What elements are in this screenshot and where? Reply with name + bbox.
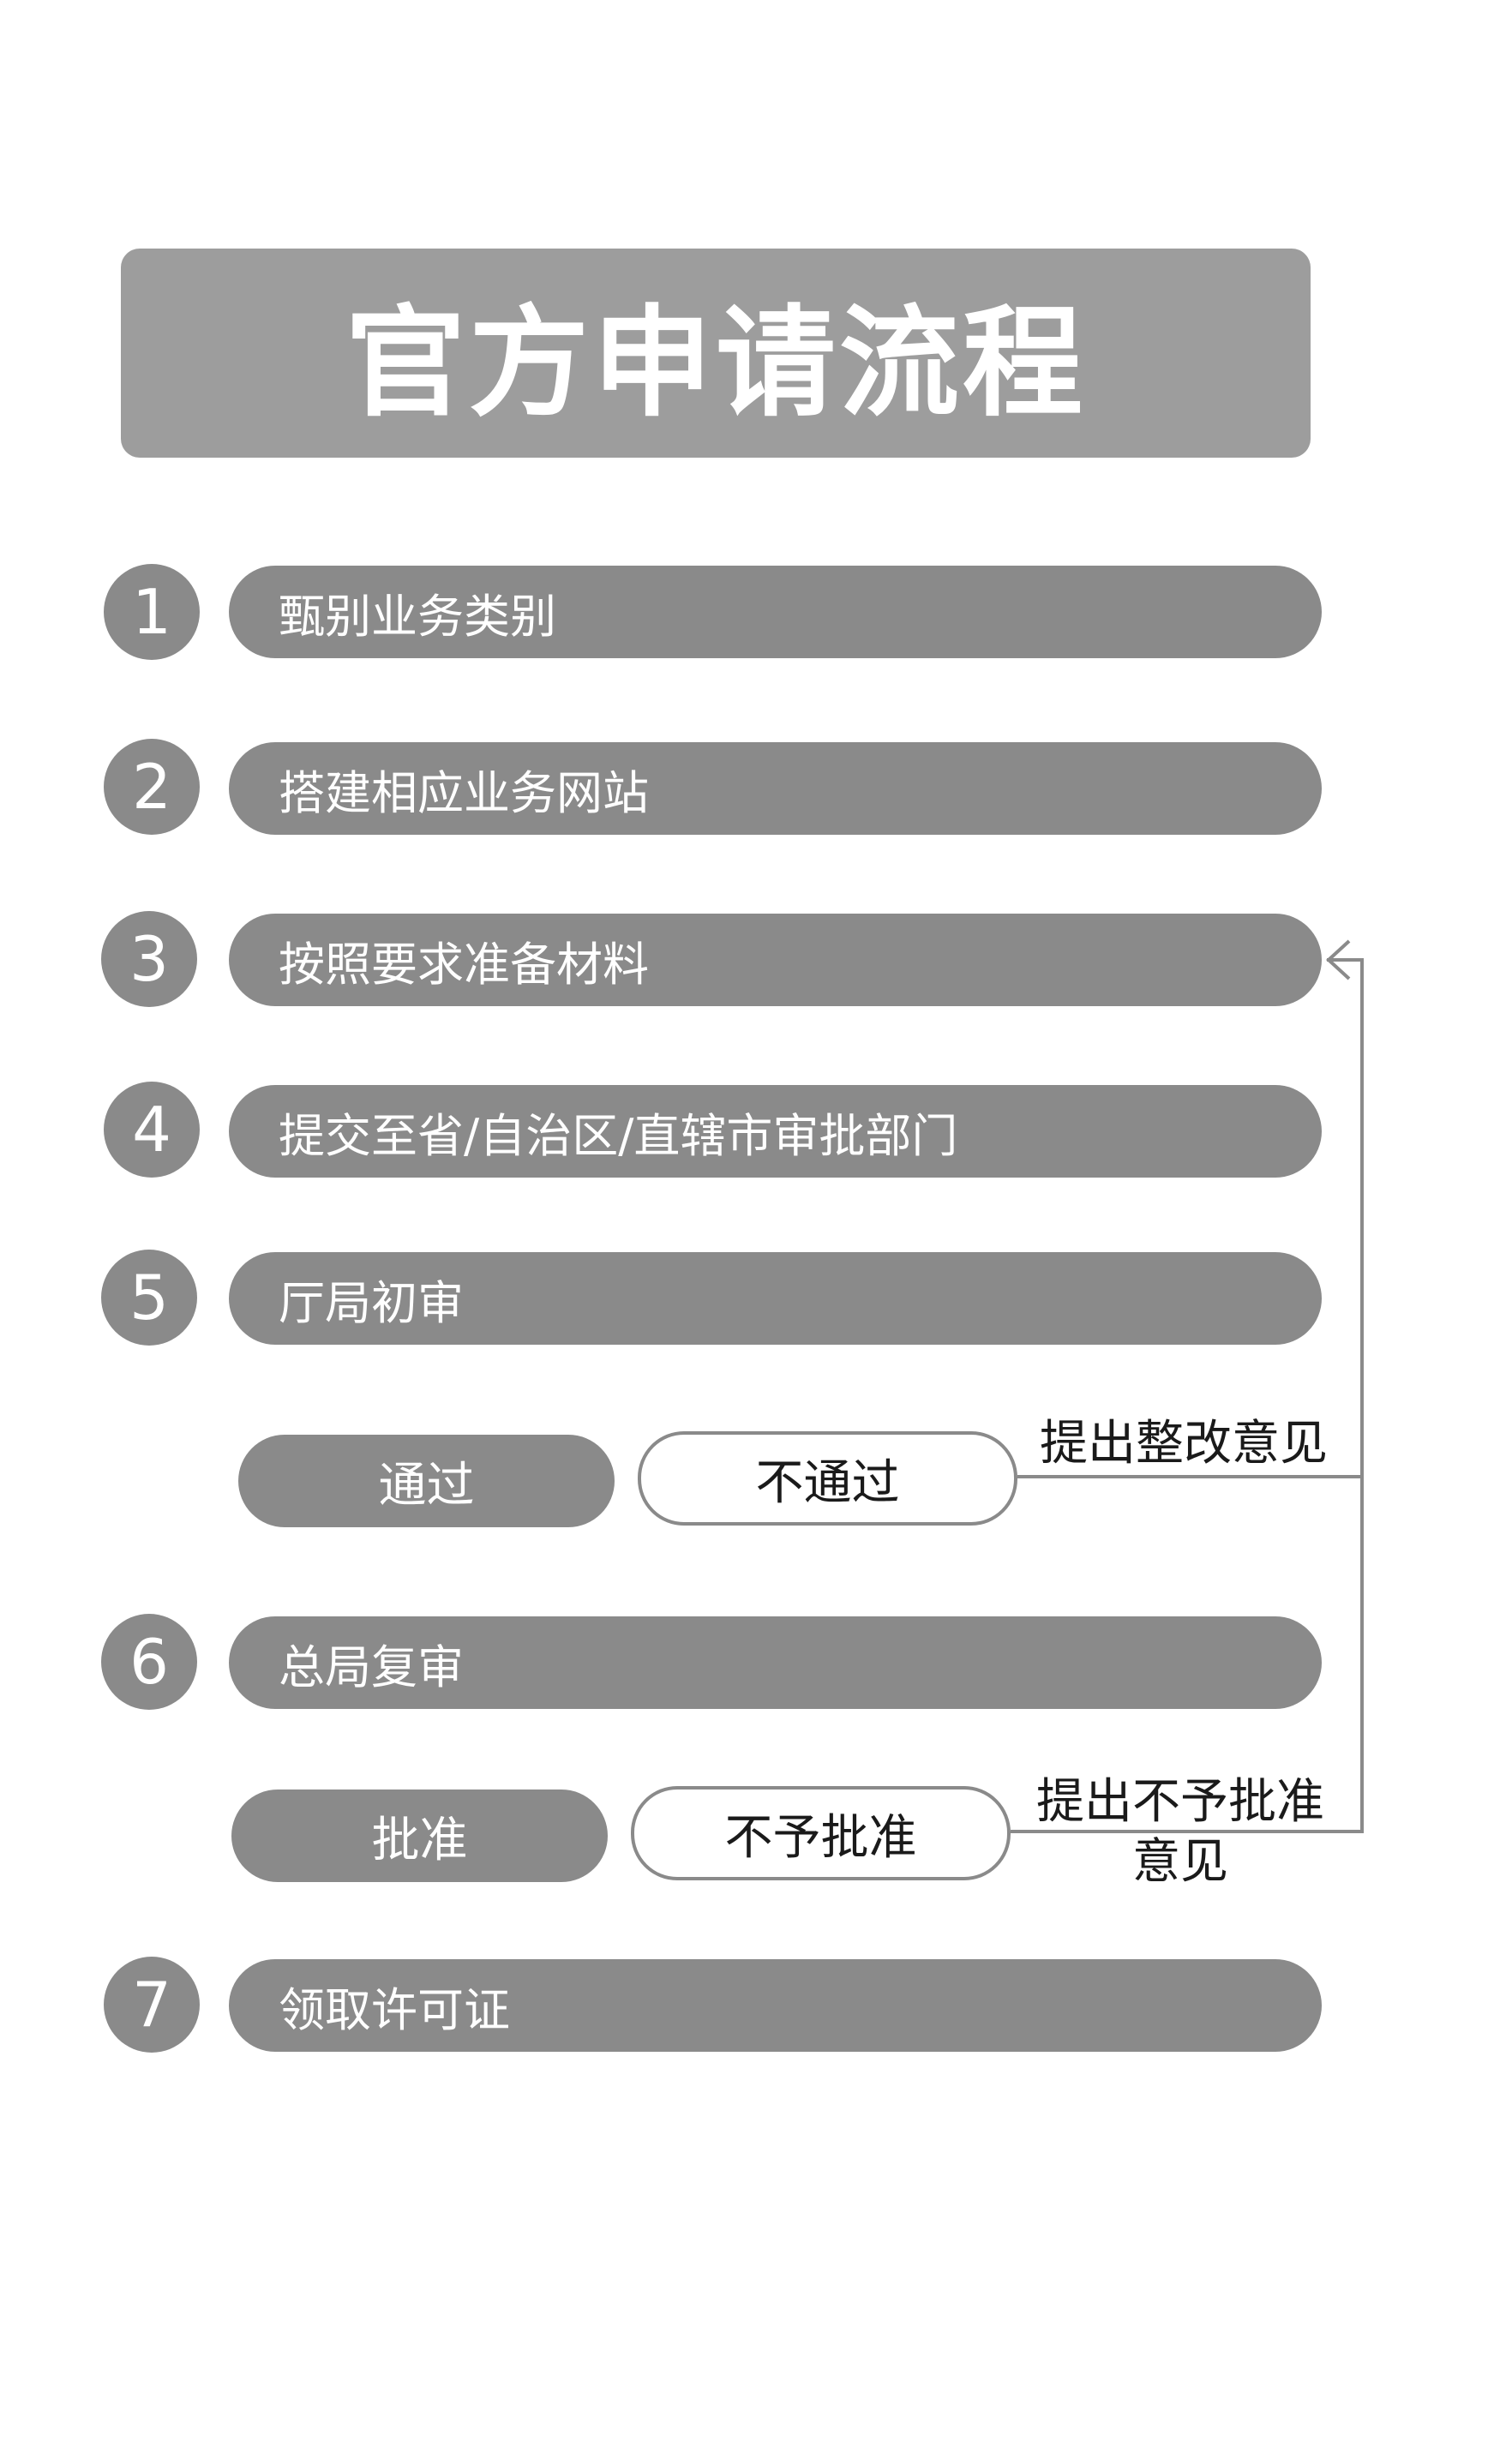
step-number-2: 2 xyxy=(104,739,200,835)
step-bar-2: 搭建相应业务网站 xyxy=(229,742,1322,835)
step-number-4: 4 xyxy=(104,1082,200,1178)
step-bar-7: 领取许可证 xyxy=(229,1959,1322,2052)
step-label-2: 搭建相应业务网站 xyxy=(279,765,649,820)
step-bar-6: 总局复审 xyxy=(229,1616,1322,1709)
step-label-7: 领取许可证 xyxy=(279,1982,510,2037)
title-banner: 官方申请流程 xyxy=(121,249,1311,458)
step-number-5: 5 xyxy=(101,1250,197,1346)
fail-option: 不通过 xyxy=(638,1431,1017,1526)
step-label-3: 按照要求准备材料 xyxy=(279,937,649,992)
rectify-note: 提出整改意见 xyxy=(1040,1416,1328,1472)
step-number-3: 3 xyxy=(101,911,197,1007)
pass-option: 通过 xyxy=(238,1435,615,1527)
step-bar-5: 厅局初审 xyxy=(229,1252,1322,1345)
step-label-4: 提交至省/自治区/直辖市审批部门 xyxy=(279,1108,958,1163)
step-label-5: 厅局初审 xyxy=(279,1275,464,1330)
step-bar-4: 提交至省/自治区/直辖市审批部门 xyxy=(229,1085,1322,1178)
step-number-1: 1 xyxy=(104,564,200,660)
step-label-1: 甄别业务类别 xyxy=(279,589,556,644)
reject-option: 不予批准 xyxy=(631,1786,1011,1880)
page-title: 官方申请流程 xyxy=(345,294,1086,434)
fail-label: 不通过 xyxy=(755,1454,900,1511)
arrow-head-icon xyxy=(1326,939,1351,980)
step-number-6: 6 xyxy=(101,1614,197,1710)
approve-option: 批准 xyxy=(231,1790,608,1882)
step-bar-1: 甄别业务类别 xyxy=(229,566,1322,658)
rejection-note: 提出不予批准 意见 xyxy=(1026,1772,1335,1892)
step-bar-3: 按照要求准备材料 xyxy=(229,914,1322,1006)
reject-label: 不予批准 xyxy=(724,1809,917,1866)
pass-label: 通过 xyxy=(378,1457,475,1514)
approve-label: 批准 xyxy=(371,1812,468,1868)
step-number-7: 7 xyxy=(104,1957,200,2053)
rejection-note-line-1: 提出不予批准 xyxy=(1036,1774,1324,1830)
rejection-note-line-2: 意见 xyxy=(1132,1834,1228,1890)
step-label-6: 总局复审 xyxy=(279,1640,464,1694)
